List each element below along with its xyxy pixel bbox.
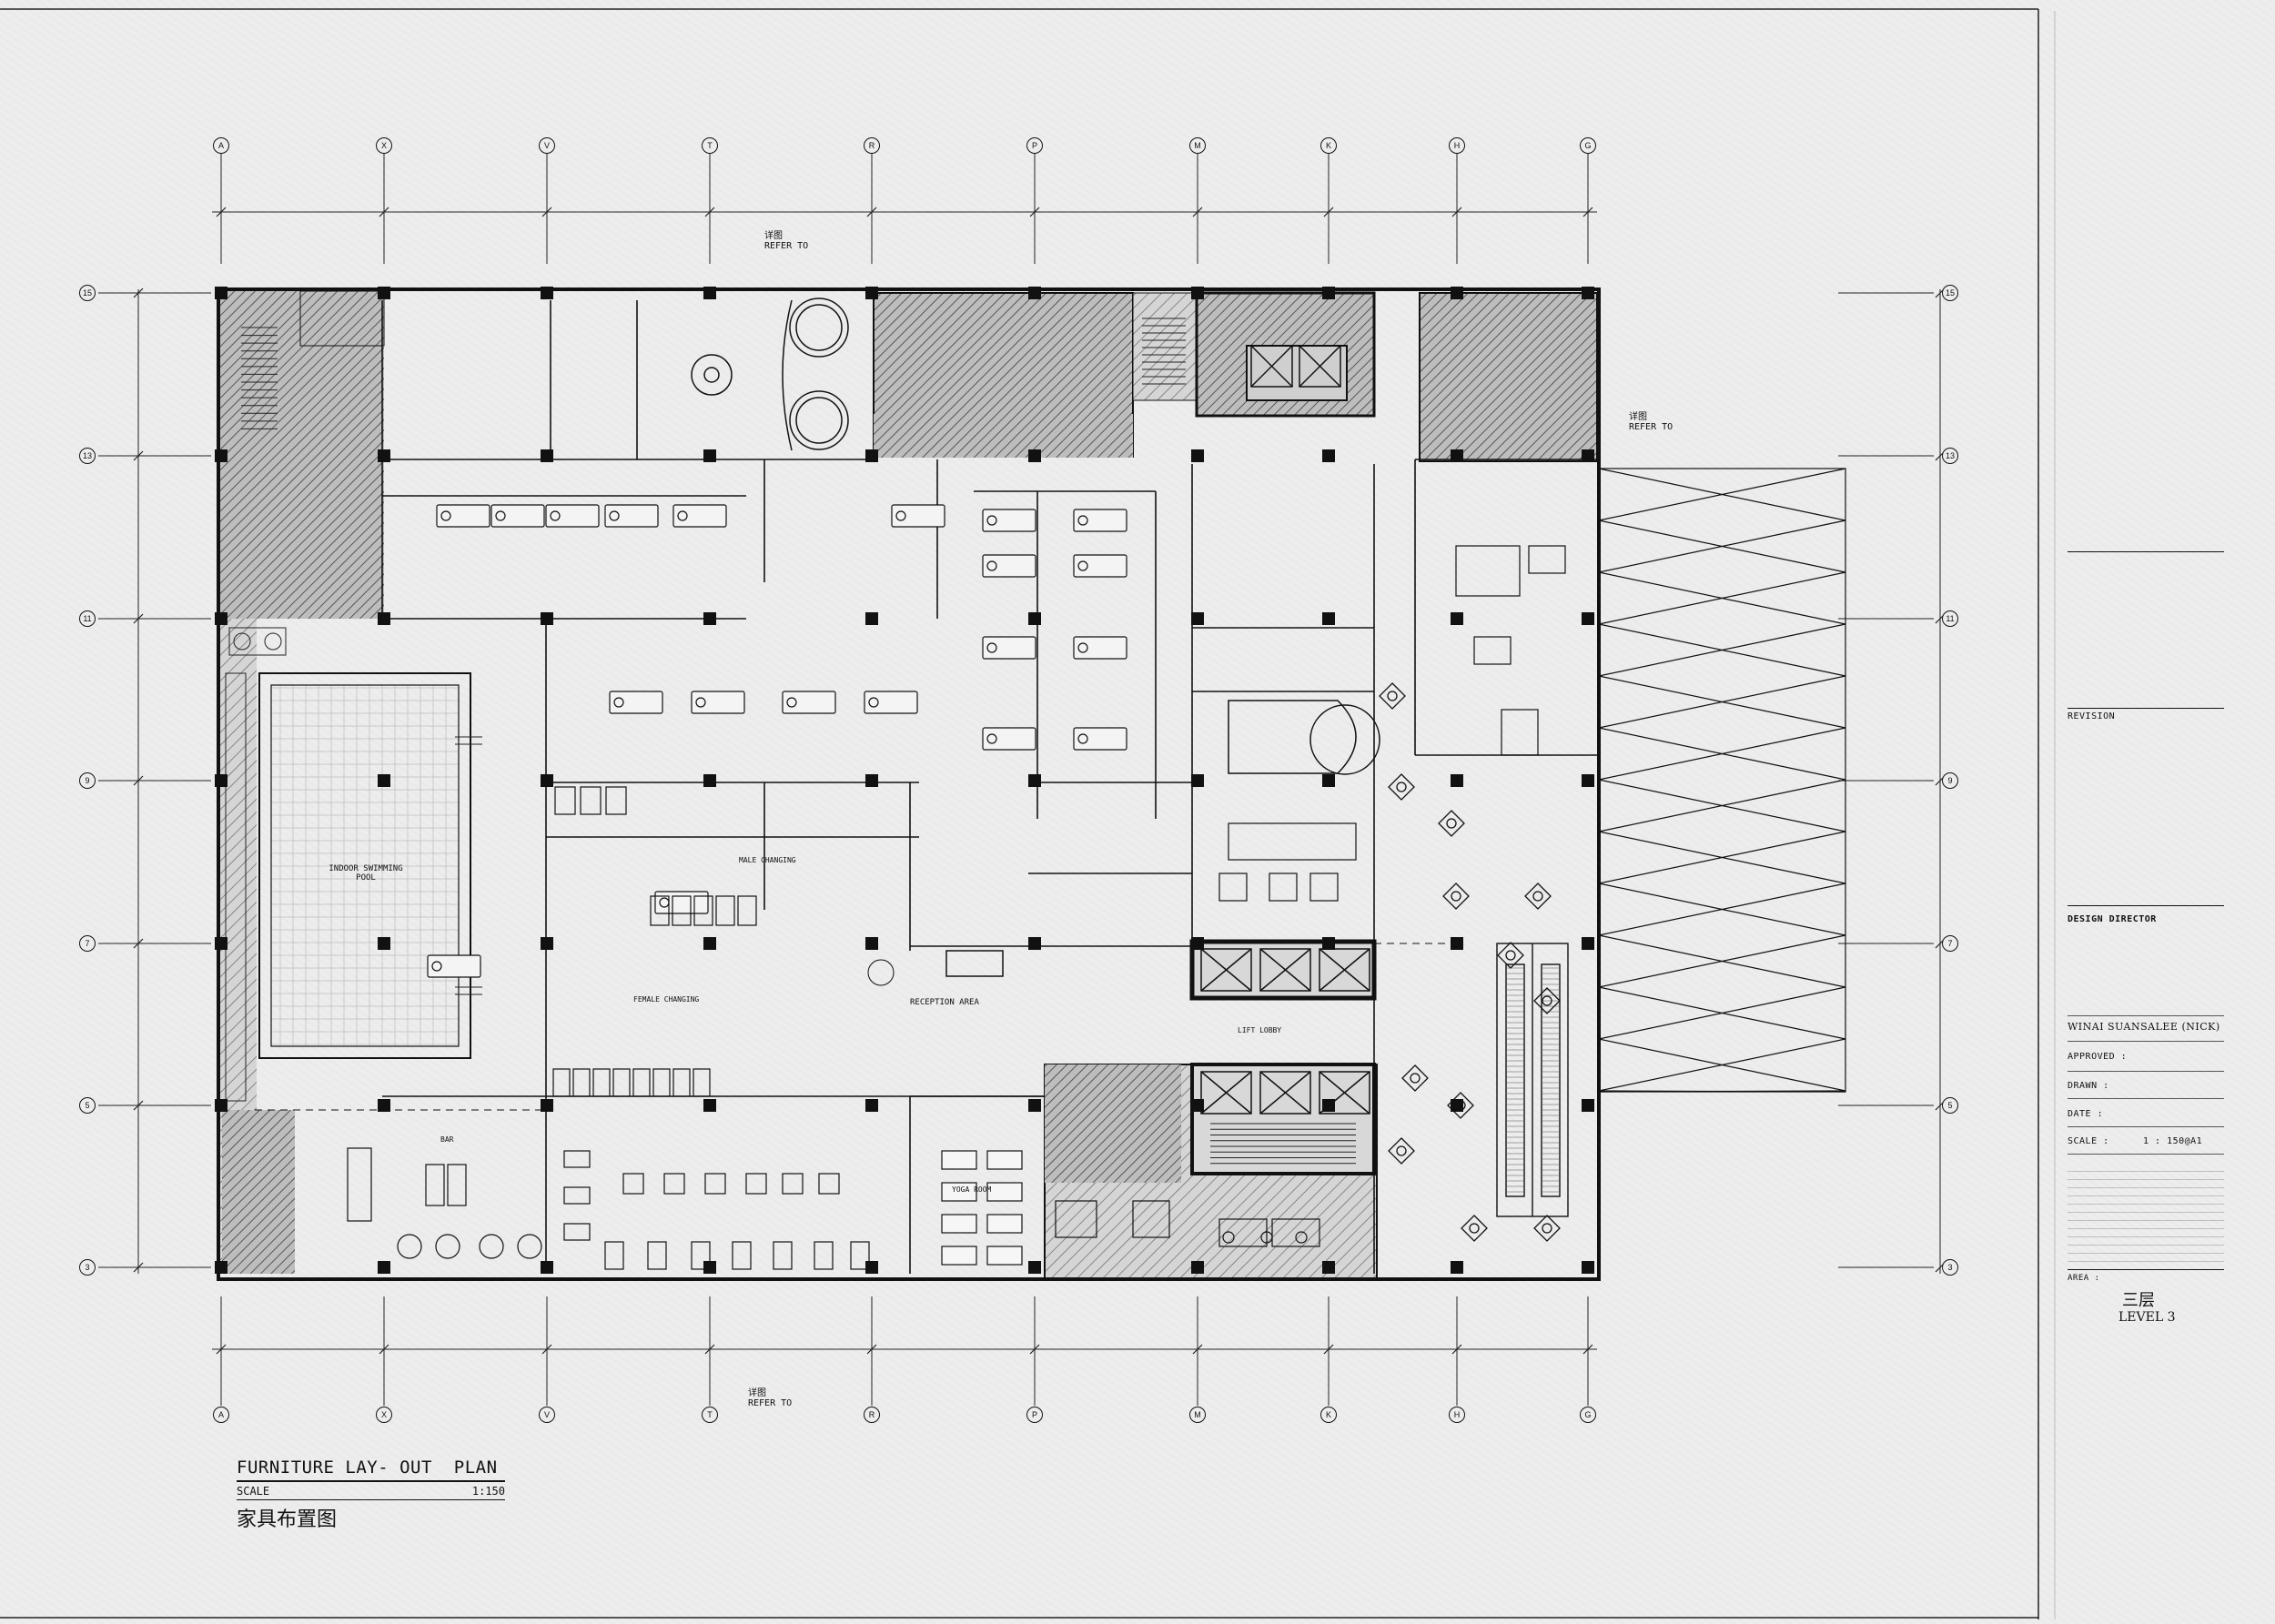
level-cn: 三层 (2122, 1291, 2155, 1310)
general-notes (2068, 1166, 2224, 1266)
designer-name: WINAI SUANSALEE (NICK) (2068, 1021, 2220, 1033)
grid-bubble-H: H (1449, 1407, 1465, 1423)
level-en: LEVEL 3 (2118, 1310, 2176, 1325)
grid-bubble-A: A (213, 1407, 229, 1423)
grid-bubble-13: 13 (1942, 448, 1958, 464)
room-label-male-changing: MALE CHANGING (739, 856, 796, 864)
detail-ref-south: 详图 REFER TO (748, 1388, 792, 1408)
dimension-lines (133, 207, 1946, 1355)
detail-ref-cn: 详图 (1629, 412, 1647, 422)
grid-bubble-R: R (864, 137, 880, 154)
approved-label: APPROVED : (2068, 1052, 2128, 1062)
grid-bubble-G: G (1580, 1407, 1596, 1423)
grid-lines (98, 153, 1934, 1406)
grid-bubble-7: 7 (1942, 935, 1958, 952)
grid-bubble-M: M (1189, 1407, 1206, 1423)
grid-bubble-15: 15 (1942, 285, 1958, 301)
detail-ref-north: 详图 REFER TO (764, 231, 808, 251)
grid-bubble-13: 13 (79, 448, 96, 464)
room-label-pool: INDOOR SWIMMING POOL (329, 864, 403, 883)
room-label-bar: BAR (440, 1135, 454, 1144)
partitions (381, 300, 1597, 1274)
design-director-label: DESIGN DIRECTOR (2068, 914, 2157, 924)
grid-bubble-15: 15 (79, 285, 96, 301)
drawing-title-cn: 家具布置图 (237, 1508, 338, 1531)
grid-bubble-K: K (1320, 137, 1337, 154)
room-label-reception: RECEPTION AREA (910, 998, 979, 1007)
drawn-label: DRAWN : (2068, 1081, 2109, 1091)
grid-bubble-R: R (864, 1407, 880, 1423)
grid-bubble-9: 9 (79, 772, 96, 789)
grid-bubble-A: A (213, 137, 229, 154)
grid-bubble-G: G (1580, 137, 1596, 154)
grid-bubble-P: P (1026, 137, 1043, 154)
grid-bubble-T: T (702, 1407, 718, 1423)
detail-ref-en: REFER TO (1629, 422, 1673, 432)
grid-bubble-T: T (702, 137, 718, 154)
drawing-title-block: FURNITURE LAY- OUT PLAN SCALE 1:150 家具布置… (237, 1458, 505, 1532)
revision-label: REVISION (2068, 711, 2116, 721)
detail-ref-cn: 详图 (748, 1388, 766, 1398)
detail-ref-en: REFER TO (748, 1398, 793, 1408)
detail-ref-east: 详图 REFER TO (1629, 412, 1673, 432)
area-label: AREA : (2068, 1274, 2100, 1283)
grid-bubble-11: 11 (79, 610, 96, 627)
grid-bubble-9: 9 (1942, 772, 1958, 789)
room-label-female-changing: FEMALE CHANGING (633, 995, 700, 1004)
room-label-yoga: YOGA ROOM (952, 1185, 992, 1194)
grid-bubble-3: 3 (79, 1259, 96, 1276)
grid-bubble-P: P (1026, 1407, 1043, 1423)
grid-bubble-3: 3 (1942, 1259, 1958, 1276)
grid-bubble-H: H (1449, 137, 1465, 154)
grid-bubble-M: M (1189, 137, 1206, 154)
grid-bubble-X: X (376, 1407, 392, 1423)
grid-bubble-11: 11 (1942, 610, 1958, 627)
grid-bubble-5: 5 (1942, 1097, 1958, 1114)
grid-bubble-7: 7 (79, 935, 96, 952)
date-label: DATE : (2068, 1109, 2104, 1119)
grid-bubble-5: 5 (79, 1097, 96, 1114)
room-label-lift-lobby: LIFT LOBBY (1238, 1026, 1282, 1034)
scale-label-tb: SCALE : (2068, 1136, 2109, 1146)
scale-value: 1:150 (471, 1485, 505, 1498)
grid-bubble-K: K (1320, 1407, 1337, 1423)
drawing-title: FURNITURE LAY- OUT PLAN (237, 1458, 505, 1482)
detail-ref-en: REFER TO (764, 241, 809, 251)
scale-value-tb: 1 : 150@A1 (2143, 1136, 2203, 1146)
grid-bubble-V: V (539, 1407, 555, 1423)
detail-ref-cn: 详图 (764, 231, 783, 241)
grid-bubble-V: V (539, 137, 555, 154)
scale-label: SCALE (237, 1485, 270, 1498)
grid-bubble-X: X (376, 137, 392, 154)
